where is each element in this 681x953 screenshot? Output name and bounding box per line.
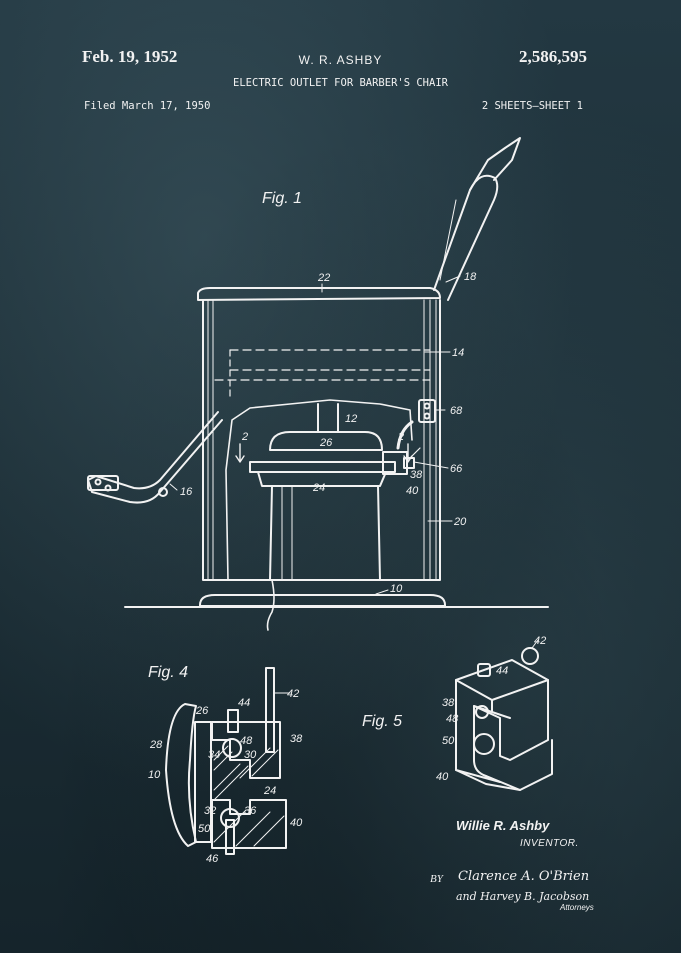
inventor-header: W. R. ASHBY [298, 53, 383, 67]
filed-date: Filed March 17, 1950 [84, 100, 211, 112]
fig4-ref-46: 46 [206, 853, 219, 865]
fig5-label: Fig. 5 [362, 713, 403, 730]
fig1-ref-12: 12 [345, 413, 357, 425]
fig4-ref-42: 42 [287, 688, 299, 700]
fig1-ref-38: 38 [410, 469, 423, 481]
fig5-ref-50: 50 [442, 735, 455, 747]
inventor-name: Willie R. Ashby [456, 818, 550, 833]
fig4-ref-36: 36 [244, 805, 257, 817]
fig4-ref-44: 44 [238, 697, 250, 709]
fig5-ref-44: 44 [496, 665, 508, 677]
fig4-ref-30: 30 [244, 749, 257, 761]
fig4-drawing [165, 667, 287, 855]
fig1-ref-24: 24 [312, 482, 325, 494]
fig4-ref-34: 34 [208, 749, 220, 761]
fig1-ref-2b: 2 [397, 431, 404, 443]
sheet-count: 2 SHEETS—SHEET 1 [481, 100, 583, 112]
fig1-ref-26: 26 [319, 437, 333, 449]
fig4-ref-38: 38 [290, 733, 303, 745]
fig5-ref-40: 40 [436, 771, 449, 783]
attorneys-label: Attorneys [559, 903, 594, 912]
fig4-ref-10: 10 [148, 769, 161, 781]
fig1-ref-16: 16 [180, 486, 193, 498]
fig5-drawing [455, 647, 553, 791]
fig4-ref-50: 50 [198, 823, 211, 835]
fig4-ref-48: 48 [240, 735, 253, 747]
fig4-ref-26: 26 [195, 705, 209, 717]
fig4-ref-24: 24 [263, 785, 276, 797]
fig1-ref-18: 18 [464, 271, 477, 283]
patent-date: Feb. 19, 1952 [82, 47, 178, 66]
fig1-ref-10: 10 [390, 583, 403, 595]
fig1-drawing [87, 137, 549, 631]
fig5-ref-38: 38 [442, 697, 455, 709]
fig1-ref-14: 14 [452, 347, 464, 359]
fig4-ref-40: 40 [290, 817, 303, 829]
inventor-label: INVENTOR. [520, 838, 579, 849]
fig1-label: Fig. 1 [262, 190, 303, 207]
fig1-ref-40: 40 [406, 485, 419, 497]
fig1-ref-20: 20 [453, 516, 467, 528]
fig1-ref-2a: 2 [241, 431, 248, 443]
attorney-signature-2: and Harvey B. Jacobson [456, 890, 589, 903]
fig1-ref-66: 66 [450, 463, 463, 475]
fig5-ref-42: 42 [534, 635, 546, 647]
patent-number: 2,586,595 [519, 47, 587, 66]
attorney-signature-1: Clarence A. O'Brien [458, 869, 589, 884]
patent-title: ELECTRIC OUTLET FOR BARBER'S CHAIR [233, 77, 448, 89]
fig5-ref-48: 48 [446, 713, 459, 725]
fig4-ref-28: 28 [149, 739, 163, 751]
fig1-ref-68: 68 [450, 405, 463, 417]
by-label: BY [430, 873, 443, 885]
fig4-label: Fig. 4 [148, 664, 189, 681]
fig1-ref-22: 22 [317, 272, 330, 284]
fig4-ref-32: 32 [204, 805, 216, 817]
